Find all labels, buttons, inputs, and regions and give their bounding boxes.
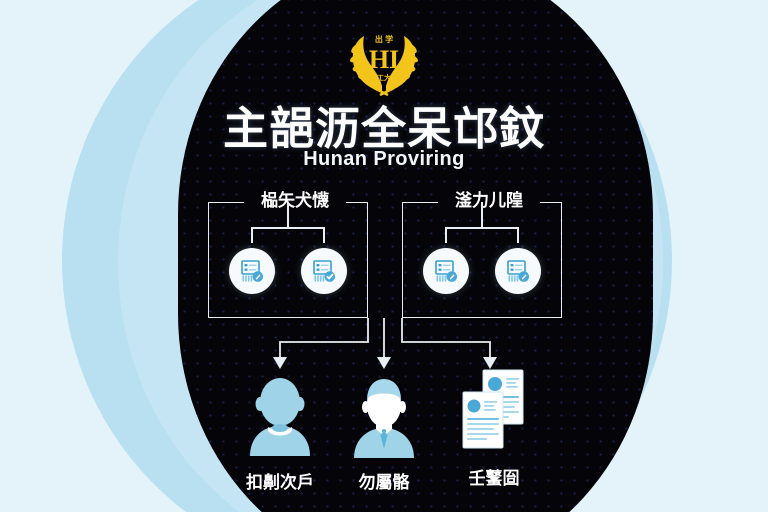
emblem-monogram: HI <box>369 45 399 74</box>
flow-group-label-right: 滏力儿隍 <box>438 190 540 212</box>
page-title-en: Hunan Proviring <box>303 148 465 170</box>
connector-right-branch-1 <box>445 227 447 243</box>
arrow-down-left-path <box>279 318 369 358</box>
actor-documents[interactable]: 壬鼜囼 <box>434 368 554 489</box>
document-pen-icon[interactable] <box>229 248 275 294</box>
resume-documents-icon <box>434 368 554 454</box>
flow-group-label-left: 榀矢犬懱 <box>244 190 346 212</box>
document-pen-icon[interactable] <box>423 248 469 294</box>
connector-left-branch-2 <box>323 227 325 243</box>
connector-right-branch-2 <box>517 227 519 243</box>
arrow-down-right <box>483 357 497 369</box>
arrow-down-right-path <box>401 318 491 358</box>
connector-left-crossbar <box>251 227 324 229</box>
emblem-top-mark: 出 学 <box>375 34 393 44</box>
document-check-icon[interactable] <box>301 248 347 294</box>
actor-caption: 扣劓次戶 <box>246 473 314 492</box>
actor-official[interactable]: 勿屬骼 <box>324 372 444 493</box>
connector-right-crossbar <box>445 227 518 229</box>
document-pen-icon[interactable] <box>495 248 541 294</box>
connector-left-stem <box>287 202 289 228</box>
connector-right-stem <box>481 202 483 228</box>
page-title-cn: 主郶沥全呆邙鈫 <box>222 103 545 154</box>
arrow-down-left <box>273 357 287 369</box>
laurel-wreath-emblem: 出 学 HI 工大 <box>344 26 424 98</box>
arrow-down-center <box>377 357 391 369</box>
person-silhouette-icon <box>220 372 340 458</box>
person-suit-tie-icon <box>324 372 444 458</box>
actor-citizen[interactable]: 扣劓次戶 <box>220 372 340 493</box>
actor-caption: 勿屬骼 <box>358 473 410 492</box>
actor-caption: 壬鼜囼 <box>468 469 520 488</box>
connector-left-branch-1 <box>251 227 253 243</box>
emblem-bottom-mark: 工大 <box>377 73 391 82</box>
